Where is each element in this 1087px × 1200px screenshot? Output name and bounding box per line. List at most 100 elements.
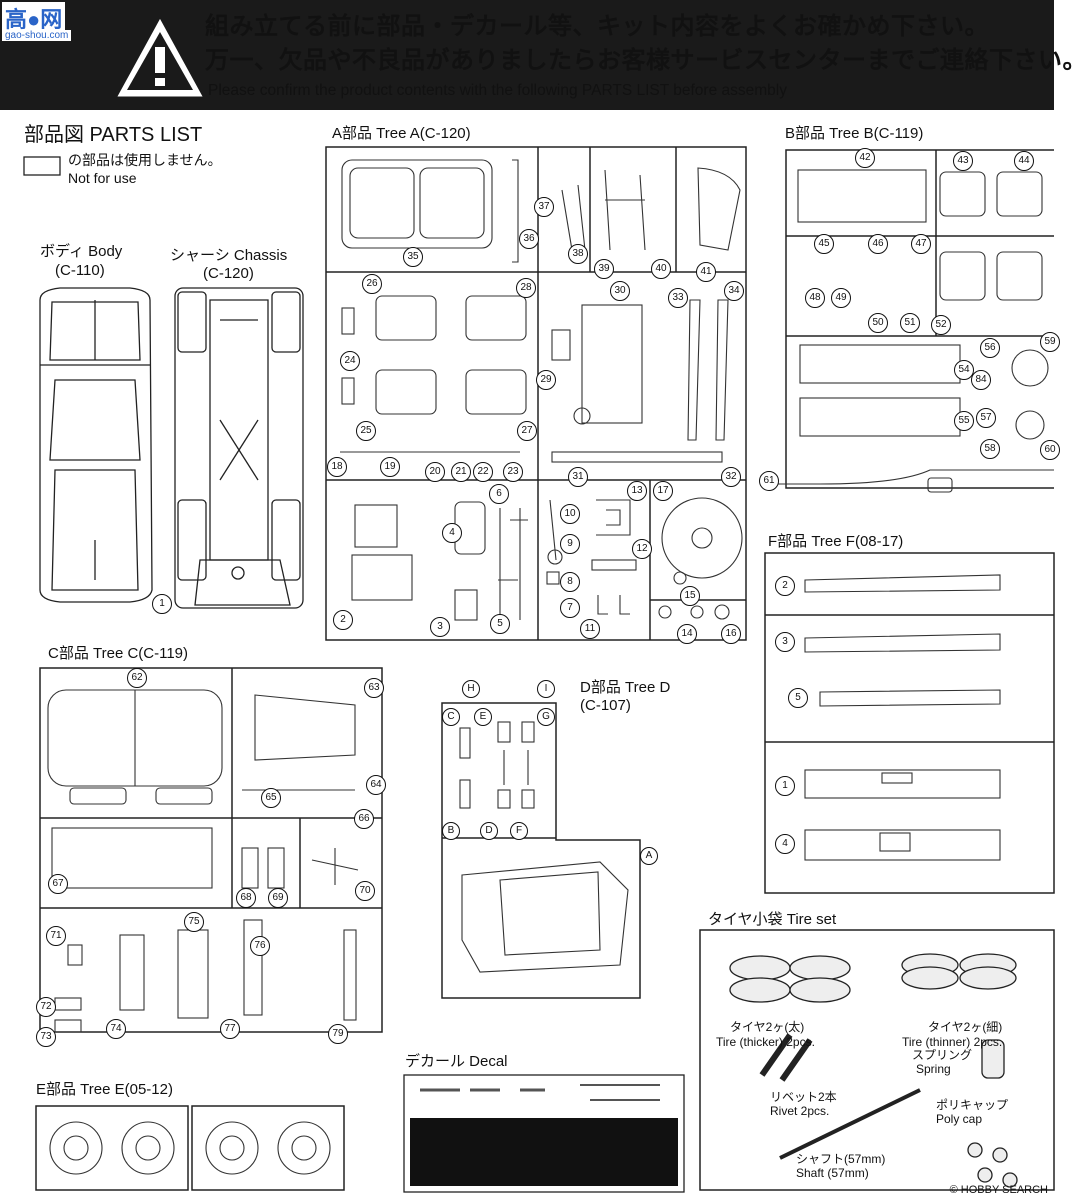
tree-c-label: C部品 Tree C(C-119): [48, 645, 189, 662]
chassis-code: (C-120): [203, 265, 254, 282]
part-number: 6: [489, 484, 509, 504]
tree-d-frame: [441, 702, 641, 999]
part-number: 27: [517, 421, 537, 441]
part-number: 55: [954, 411, 974, 431]
tree-e-label: E部品 Tree E(05-12): [36, 1081, 173, 1098]
part-number: 17: [653, 481, 673, 501]
tree-c-frame: [39, 667, 383, 1033]
tree-c-parts: [47, 689, 359, 1033]
watermark-url: gao-shou.com: [2, 30, 72, 41]
part-number: 49: [831, 288, 851, 308]
warning-icon: [117, 18, 203, 97]
part-number: 44: [1014, 151, 1034, 171]
part-number: 61: [759, 471, 779, 491]
part-number: 8: [560, 572, 580, 592]
part-number: 56: [980, 338, 1000, 358]
part-letter: F: [510, 822, 528, 840]
part-number: 3: [775, 632, 795, 652]
tree-f-frame: [764, 552, 1055, 894]
part-number: 74: [106, 1019, 126, 1039]
part-number: 42: [855, 148, 875, 168]
tree-d-parts: [459, 721, 629, 973]
part-number: 11: [580, 619, 600, 639]
polycap-en: Poly cap: [936, 1112, 983, 1126]
part-number: 9: [560, 534, 580, 554]
part-number: 4: [442, 523, 462, 543]
part-number: 18: [327, 457, 347, 477]
shaft-en: Shaft (57mm): [796, 1166, 869, 1180]
tree-a-frame: [325, 146, 747, 641]
part-number: 48: [805, 288, 825, 308]
part-number: 22: [473, 462, 493, 482]
part-number: 24: [340, 351, 360, 371]
part-number: 13: [627, 481, 647, 501]
spring-en: Spring: [916, 1062, 951, 1076]
part-number: 19: [380, 457, 400, 477]
tree-b-frame: [785, 149, 1054, 489]
part-number: 54: [954, 360, 974, 380]
tire-thick-en: Tire (thicker) 2pcs.: [716, 1035, 815, 1049]
part-number: 70: [355, 881, 375, 901]
part-number: 69: [268, 888, 288, 908]
part-number: 57: [976, 408, 996, 428]
part-number: 30: [610, 281, 630, 301]
body-code: (C-110): [55, 262, 105, 279]
part-letter: H: [462, 680, 480, 698]
part-number: 14: [677, 624, 697, 644]
part-number: 10: [560, 504, 580, 524]
tree-a-label: A部品 Tree A(C-120): [332, 125, 471, 142]
part-number: 39: [594, 259, 614, 279]
part-number: 67: [48, 874, 68, 894]
tree-a-parts: [340, 159, 743, 621]
tree-d-label: D部品 Tree D: [580, 679, 671, 696]
part-number: 20: [425, 462, 445, 482]
part-number: 33: [668, 288, 688, 308]
part-number: 50: [868, 313, 888, 333]
part-number: 7: [560, 598, 580, 618]
part-number: 71: [46, 926, 66, 946]
part-number: 28: [516, 278, 536, 298]
decal-label: デカール Decal: [405, 1053, 508, 1070]
part-letter: B: [442, 822, 460, 840]
body-drawing: [39, 287, 153, 603]
part-number: 36: [519, 229, 539, 249]
tree-b-label: B部品 Tree B(C-119): [785, 125, 924, 142]
tire-set-parts: [729, 953, 1018, 1188]
part-number: 58: [980, 439, 1000, 459]
part-number: 1: [152, 594, 172, 614]
spring-jp: スプリング: [912, 1048, 973, 1062]
tree-d-code: (C-107): [580, 697, 631, 714]
part-letter: C: [442, 708, 460, 726]
part-number: 4: [775, 834, 795, 854]
warning-en: Please confirm the product contents with…: [208, 82, 787, 99]
tree-f-label: F部品 Tree F(08-17): [768, 533, 904, 550]
part-number: 31: [568, 467, 588, 487]
part-number: 59: [1040, 332, 1060, 352]
part-number: 76: [250, 936, 270, 956]
part-number: 68: [236, 888, 256, 908]
part-number: 47: [911, 234, 931, 254]
tire-thin-jp: タイヤ2ヶ(細): [928, 1020, 1003, 1034]
polycap-jp: ポリキャップ: [936, 1098, 1009, 1112]
part-number: 45: [814, 234, 834, 254]
part-number: 26: [362, 274, 382, 294]
footer-credit: © HOBBY SEARCH: [949, 1184, 1048, 1196]
part-number: 62: [127, 668, 147, 688]
part-number: 16: [721, 624, 741, 644]
body-label: ボディ Body: [40, 243, 123, 260]
shaft-jp: シャフト(57mm): [796, 1152, 886, 1166]
tree-f-parts: [804, 574, 1001, 861]
parts-list-title: 部品図 PARTS LIST: [24, 124, 203, 146]
part-number: 38: [568, 244, 588, 264]
part-number: 1: [775, 776, 795, 796]
part-letter: I: [537, 680, 555, 698]
tire-thin-en: Tire (thinner) 2pcs.: [902, 1035, 1003, 1049]
part-number: 84: [971, 370, 991, 390]
tire-set-frame: [699, 929, 1055, 1191]
part-number: 12: [632, 539, 652, 559]
part-number: 2: [333, 610, 353, 630]
part-number: 2: [775, 576, 795, 596]
part-number: 37: [534, 197, 554, 217]
part-letter: D: [480, 822, 498, 840]
tire-thick-jp: タイヤ2ヶ(太): [730, 1020, 805, 1034]
